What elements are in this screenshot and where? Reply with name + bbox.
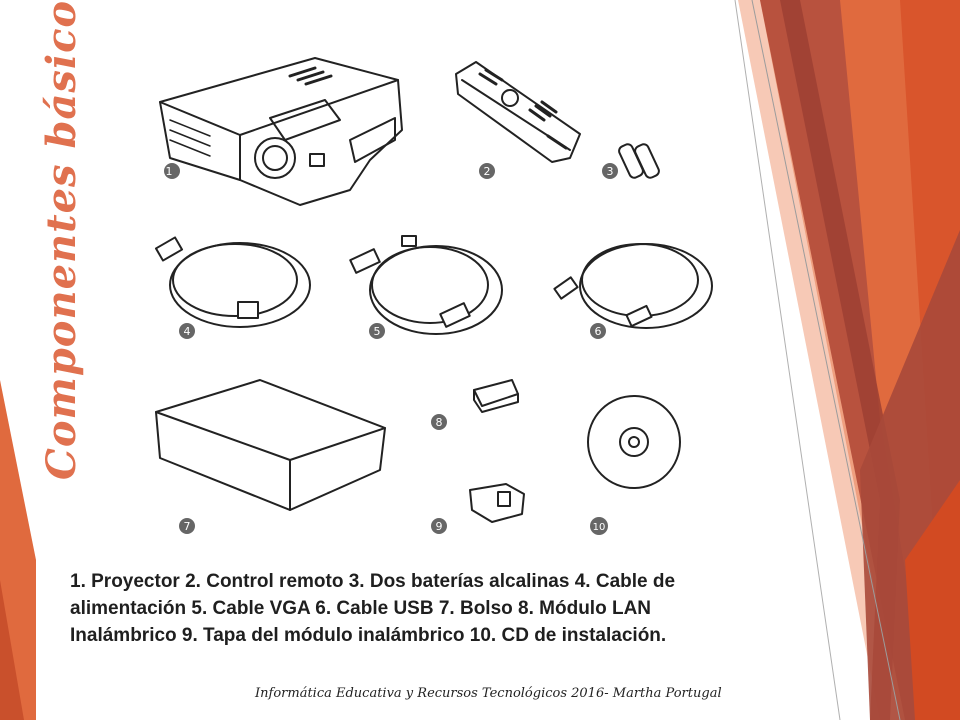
svg-text:5: 5 [374, 325, 381, 338]
bag-icon [155, 379, 386, 511]
batteries-icon [618, 143, 660, 179]
svg-text:8: 8 [436, 416, 443, 429]
svg-text:1: 1 [166, 165, 173, 178]
usb-cable-icon [553, 243, 713, 329]
svg-text:4: 4 [184, 325, 191, 338]
remote-control-icon [455, 61, 581, 163]
components-caption: 1. Proyector 2. Control remoto 3. Dos ba… [70, 571, 676, 646]
projector-icon [159, 57, 403, 206]
slide-title: Componentes básicos [38, 0, 85, 480]
power-cable-icon [154, 236, 311, 328]
footer-credit: Informática Educativa y Recursos Tecnoló… [255, 686, 722, 701]
svg-text:3: 3 [607, 165, 614, 178]
svg-text:7: 7 [184, 520, 191, 533]
svg-text:10: 10 [593, 522, 606, 533]
module-cover-icon [469, 483, 525, 523]
svg-text:9: 9 [436, 520, 443, 533]
vga-cable-icon [349, 235, 503, 335]
svg-text:2: 2 [484, 165, 491, 178]
wireless-lan-module-icon [473, 379, 519, 413]
svg-text:6: 6 [595, 325, 602, 338]
cd-icon [587, 395, 681, 489]
components-illustration: 1 2 3 [154, 57, 713, 535]
